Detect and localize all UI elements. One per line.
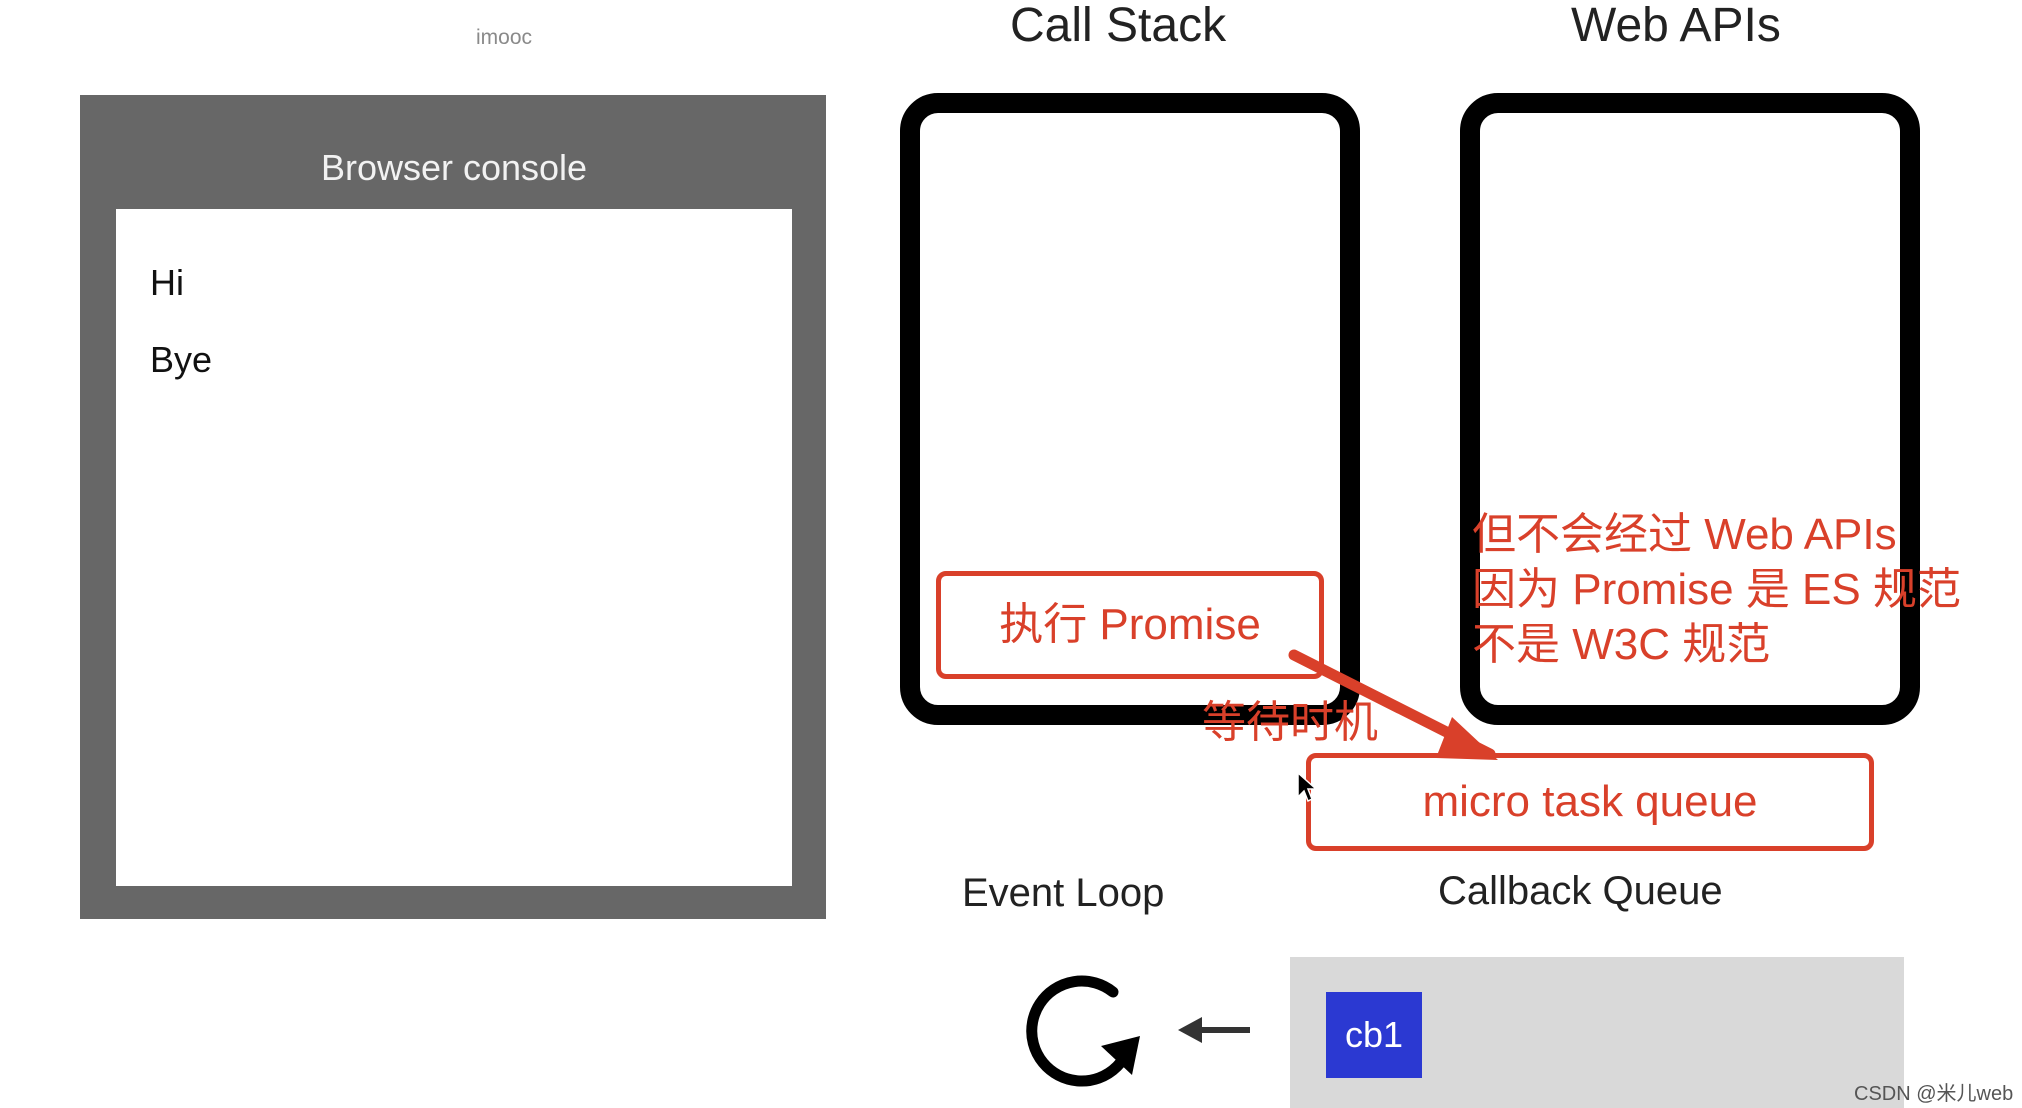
event-loop-icon (1026, 975, 1140, 1087)
callback-item: cb1 (1326, 992, 1422, 1078)
call-stack-title: Call Stack (1010, 0, 1227, 52)
micro-task-queue: micro task queue (1306, 753, 1874, 851)
note-line: 因为 Promise 是 ES 规范 (1472, 565, 1961, 614)
browser-console-title: Browser console (320, 147, 588, 188)
web-apis-box (1460, 93, 1920, 725)
console-line: Hi (150, 262, 184, 303)
web-apis-title: Web APIs (1571, 0, 1781, 52)
note-annotation: 但不会经过 Web APIs 因为 Promise 是 ES 规范 不是 W3C… (1472, 507, 1961, 672)
credit-watermark: CSDN @米儿web (1854, 1083, 2014, 1105)
note-line: 但不会经过 Web APIs (1472, 510, 1897, 559)
event-loop-label: Event Loop (962, 871, 1165, 915)
call-stack-frame-promise: 执行 Promise (936, 571, 1324, 679)
browser-console-body (116, 209, 792, 886)
callback-queue-label: Callback Queue (1438, 869, 1723, 913)
wait-annotation: 等待时机 (1202, 698, 1378, 747)
console-line: Bye (150, 339, 213, 380)
note-line: 不是 W3C 规范 (1472, 620, 1771, 669)
watermark-text: imooc (476, 26, 533, 49)
left-arrow-icon (1178, 1017, 1250, 1043)
